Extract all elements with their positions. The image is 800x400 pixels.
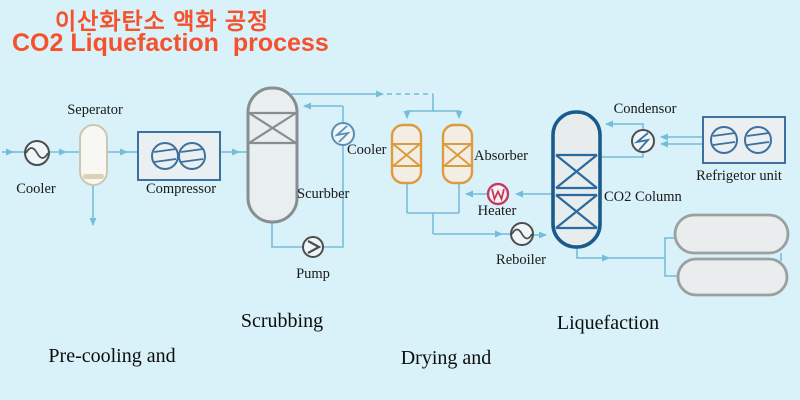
compressor-label: Compressor (145, 181, 217, 197)
refrigerator-unit (702, 116, 786, 164)
section-liquefaction: Liquefaction (556, 312, 660, 334)
title-english: CO2 Liquefaction process (12, 29, 329, 57)
refrigerator-label: Refrigetor unit (696, 168, 782, 184)
absorber-label: Absorber (474, 148, 528, 164)
reboiler-label: Reboiler (496, 252, 546, 268)
section-precooling-line1: Pre-cooling and (48, 345, 176, 367)
section-drying-line1: Drying and (400, 347, 492, 369)
process-pipes (2, 90, 782, 277)
title-korean: 이산화탄소 액화 공정 (55, 8, 270, 34)
feed-cooler-icon (24, 140, 50, 166)
condensor-icon (631, 129, 655, 153)
co2-column-vessel (551, 110, 602, 249)
pump-label: Pump (296, 266, 330, 282)
separator-label: Seperator (67, 102, 123, 118)
heater-icon (486, 182, 510, 206)
scrubber-column-vessel (246, 86, 299, 224)
absorber-right-vessel (441, 123, 474, 185)
storage-tank-1 (673, 213, 790, 255)
separator-vessel (79, 124, 108, 186)
absorber-left-vessel (390, 123, 423, 185)
storage-tank-2 (676, 257, 789, 297)
section-drying: Drying and adsorption (401, 303, 492, 400)
section-precooling: Pre-cooling and compression (48, 301, 175, 400)
condensor-label: Condensor (613, 101, 677, 117)
recycle-cooler-icon (331, 122, 355, 146)
heater-label: Heater (477, 203, 517, 219)
co2-column-label: CO2 Column (604, 189, 682, 205)
reboiler-icon (510, 222, 534, 246)
feed-cooler-label: Cooler (16, 181, 56, 197)
section-scrubbing: Scrubbing (240, 310, 324, 332)
recycle-cooler-label: Cooler (347, 142, 387, 158)
pump-icon (302, 236, 324, 258)
scrubber-label: Scurbber (297, 186, 350, 202)
compressor-unit (137, 131, 221, 181)
